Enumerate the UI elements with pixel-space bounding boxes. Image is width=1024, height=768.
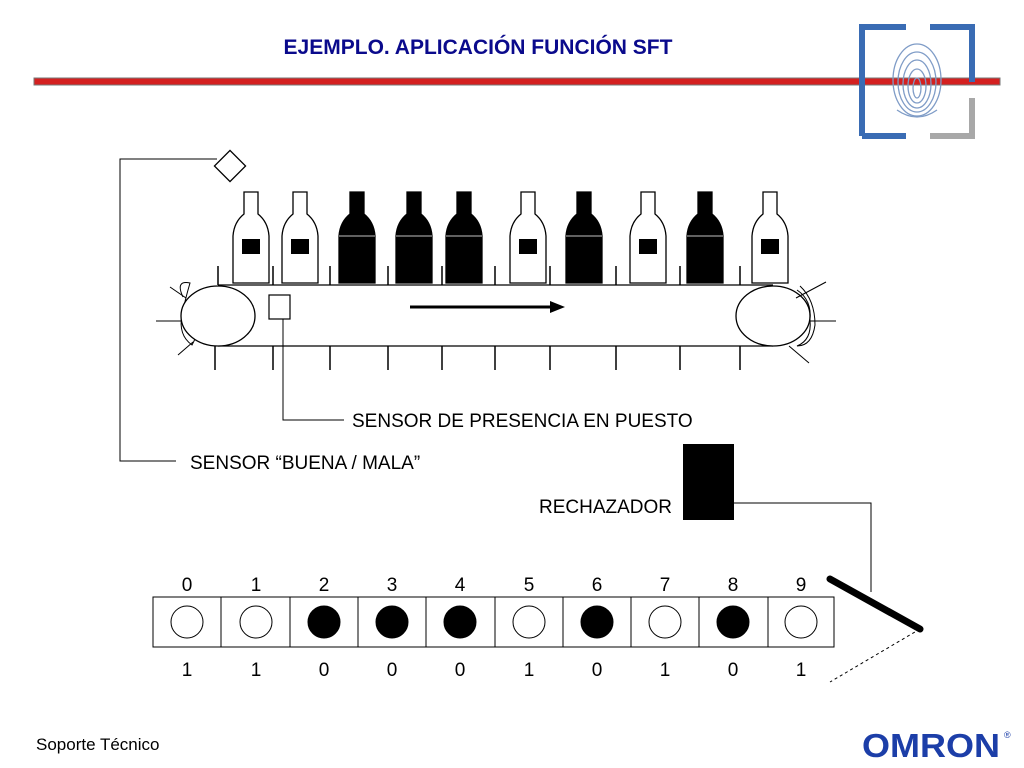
register-position-label: 6: [592, 575, 603, 596]
fingerprint-icon: [892, 43, 942, 118]
bottle-bad: [445, 191, 483, 284]
rejector-arm: [826, 575, 924, 633]
register-value-label: 1: [524, 660, 535, 681]
register-value-label: 1: [182, 660, 193, 681]
presence-sensor-label: SENSOR DE PRESENCIA EN PUESTO: [352, 411, 693, 432]
register-position-label: 4: [455, 575, 466, 596]
bottle-bad: [395, 191, 433, 284]
rejector-box: [683, 444, 734, 520]
register-position-label: 2: [319, 575, 330, 596]
register-good-marker: [170, 605, 204, 639]
register-bad-marker: [375, 605, 409, 639]
register-position-label: 5: [524, 575, 535, 596]
register-value-label: 0: [319, 660, 330, 681]
register-good-marker: [648, 605, 682, 639]
presence-sensor: SENSOR DE PRESENCIA EN PUESTO: [268, 294, 693, 432]
emblem-bracket-right: [930, 24, 975, 82]
register-position-row: 0 1 2 3 4 5 6 7 8 9: [182, 575, 807, 596]
bottle-good: [232, 191, 270, 284]
register-bad-marker: [307, 605, 341, 639]
bottle-bad: [686, 191, 724, 284]
register-value-label: 1: [796, 660, 807, 681]
register-good-marker: [784, 605, 818, 639]
register-position-label: 9: [796, 575, 807, 596]
omron-logo: OMRON ®: [862, 727, 1011, 764]
accent-bar: [33, 77, 1001, 86]
register-bad-marker: [580, 605, 614, 639]
bottle-good: [509, 191, 547, 284]
presence-sensor-head: [268, 294, 291, 320]
register-position-label: 3: [387, 575, 398, 596]
register-value-label: 0: [455, 660, 466, 681]
emblem-bracket-left: [859, 24, 906, 136]
register-position-label: 7: [660, 575, 671, 596]
register-value-label: 0: [592, 660, 603, 681]
bottle-good: [751, 191, 789, 284]
register-cells: [170, 597, 818, 647]
bottle-bad: [565, 191, 603, 284]
conveyor-belt: [218, 284, 773, 347]
page-title: EJEMPLO. APLICACIÓN FUNCIÓN SFT: [284, 35, 673, 59]
bottle-bad: [338, 191, 376, 284]
register-bad-marker: [443, 605, 477, 639]
emblem-bracket-grey: [930, 98, 975, 139]
presence-sensor-wire: [282, 319, 344, 421]
good-bad-sensor: SENSOR “BUENA / MALA”: [119, 149, 420, 474]
register-value-label: 0: [387, 660, 398, 681]
good-bad-sensor-head: [213, 149, 247, 183]
register-value-row: 1 1 0 0 0 1 0 1 0 1: [182, 660, 807, 681]
register-position-label: 0: [182, 575, 193, 596]
title-bar: EJEMPLO. APLICACIÓN FUNCIÓN SFT: [33, 35, 1001, 86]
register-value-label: 0: [728, 660, 739, 681]
bottle-good: [629, 191, 667, 284]
left-roller: [180, 285, 256, 347]
right-roller: [735, 285, 811, 347]
good-bad-sensor-wire: [119, 158, 217, 462]
register-position-label: 1: [251, 575, 262, 596]
registered-mark: ®: [1004, 730, 1011, 740]
direction-arrow-icon: [410, 301, 565, 313]
conveyor: [156, 266, 836, 370]
fingerprint-emblem: [859, 24, 975, 139]
rejector-wire: [734, 502, 872, 592]
register-good-marker: [512, 605, 546, 639]
rejector-label: RECHAZADOR: [539, 497, 672, 518]
register-bad-marker: [716, 605, 750, 639]
shift-register: 0 1 2 3 4 5 6 7 8 9 1 1 0 0 0 1 0 1 0 1: [152, 575, 835, 681]
footer-text: Soporte Técnico: [36, 735, 159, 754]
register-position-label: 8: [728, 575, 739, 596]
rejector-arm-path: [829, 628, 921, 683]
register-good-marker: [239, 605, 273, 639]
register-value-label: 1: [251, 660, 262, 681]
good-bad-sensor-label: SENSOR “BUENA / MALA”: [190, 453, 420, 474]
rejector: RECHAZADOR: [539, 444, 924, 683]
register-value-label: 1: [660, 660, 671, 681]
bottle-good: [281, 191, 319, 284]
omron-logo-text: OMRON: [862, 727, 1000, 764]
bottle-row: [232, 191, 789, 284]
